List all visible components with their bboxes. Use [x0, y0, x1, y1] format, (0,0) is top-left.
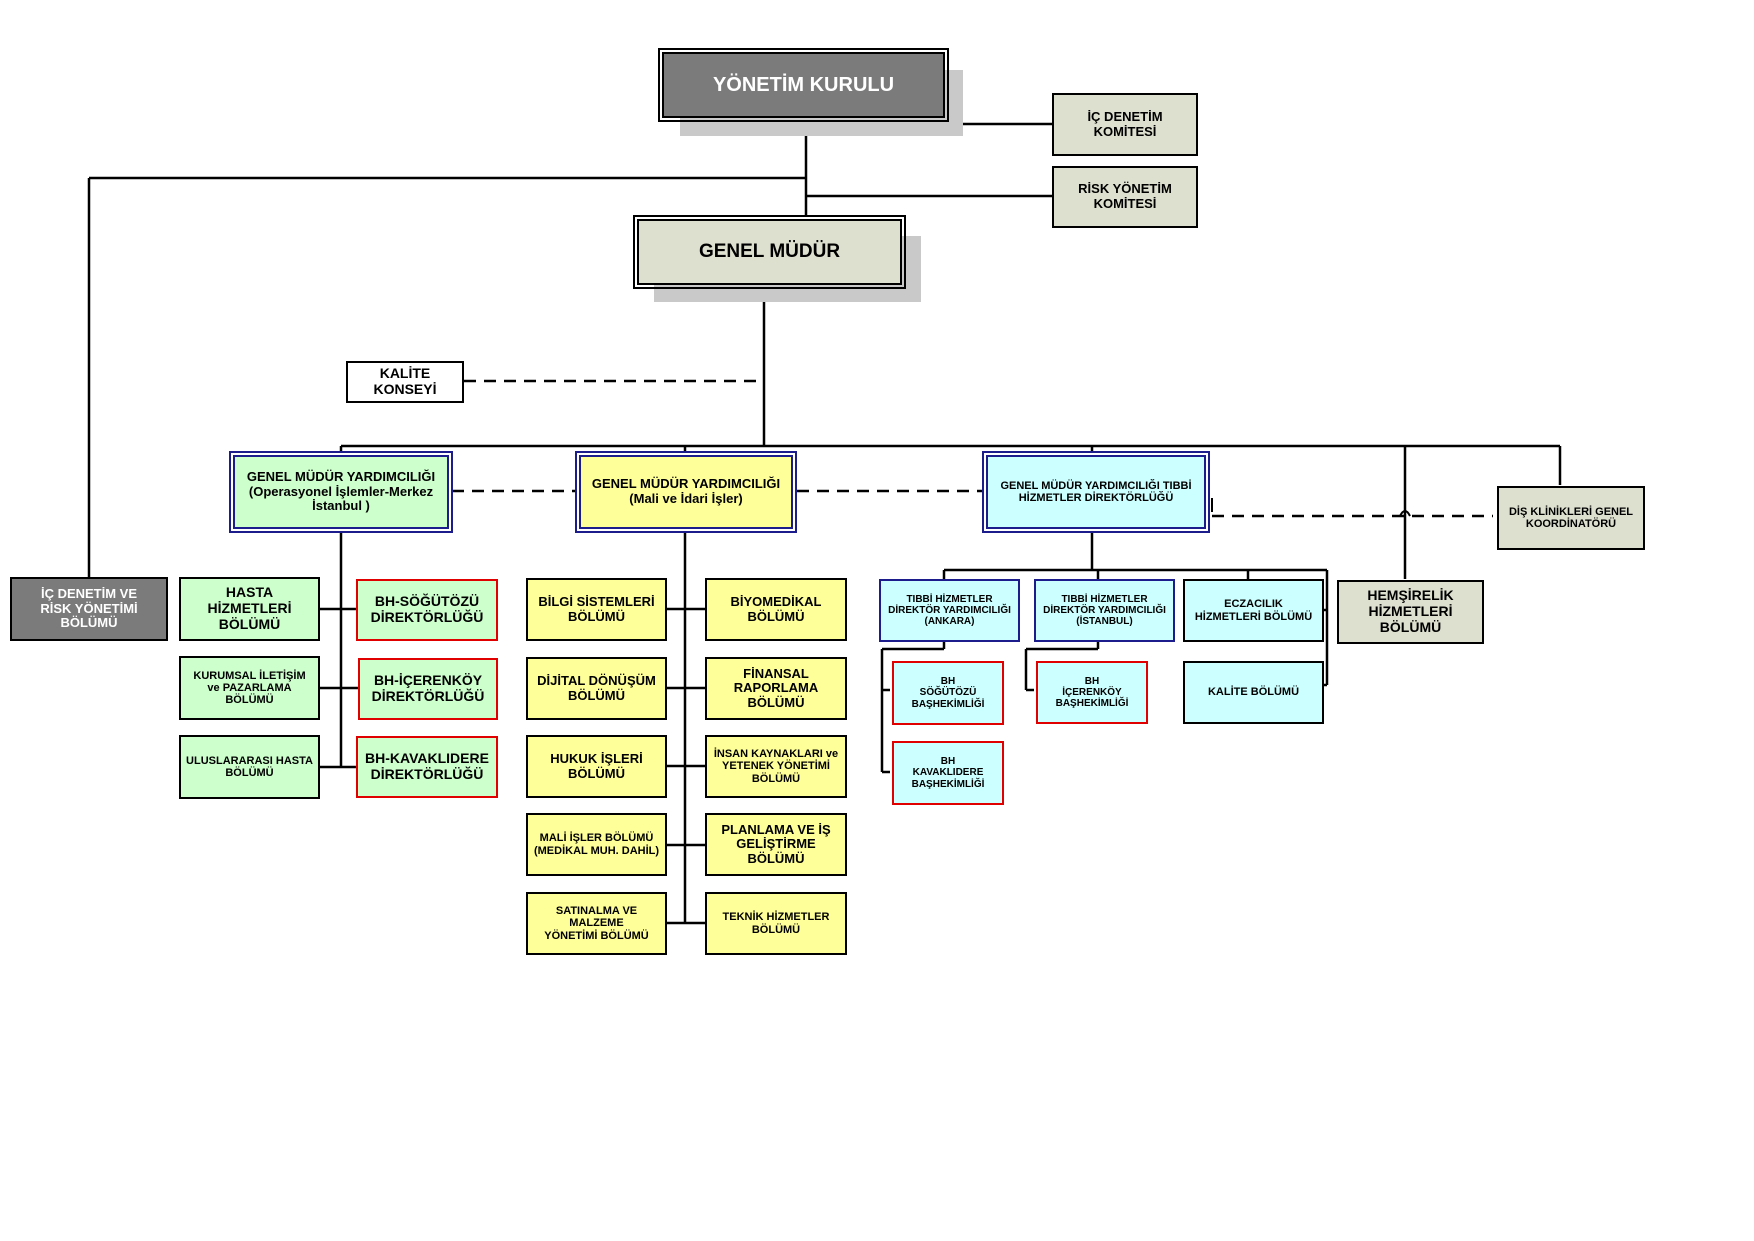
unit-information-systems[interactable]: BİLGİ SİSTEMLERİ BÖLÜMÜ [526, 578, 667, 641]
quality-council[interactable]: KALİTE KONSEYİ [346, 361, 464, 403]
medical-deputy-istanbul[interactable]: TIBBİ HİZMETLER DİREKTÖR YARDIMCILIĞI (İ… [1034, 579, 1175, 642]
unit-pharmacy-services[interactable]: ECZACILIK HİZMETLERİ BÖLÜMÜ [1183, 579, 1324, 642]
unit-technical-services[interactable]: TEKNİK HİZMETLER BÖLÜMÜ [705, 892, 847, 955]
board-of-directors[interactable]: YÖNETİM KURULU [658, 48, 949, 122]
unit-legal-affairs[interactable]: HUKUK İŞLERİ BÖLÜMÜ [526, 735, 667, 798]
unit-financial-reporting[interactable]: FİNANSAL RAPORLAMA BÖLÜMÜ [705, 657, 847, 720]
medical-deputy-ankara[interactable]: TIBBİ HİZMETLER DİREKTÖR YARDIMCILIĞI (A… [879, 579, 1020, 642]
internal-audit-risk-unit[interactable]: İÇ DENETİM VE RİSK YÖNETİMİ BÖLÜMÜ [10, 577, 168, 641]
directorate-sogutozu[interactable]: BH-SÖĞÜTÖZÜ DİREKTÖRLÜĞÜ [356, 579, 498, 641]
general-manager[interactable]: GENEL MÜDÜR [633, 215, 906, 289]
directorate-icerenkoy[interactable]: BH-İÇERENKÖY DİREKTÖRLÜĞÜ [358, 658, 498, 720]
dental-clinics-coordinator[interactable]: DİŞ KLİNİKLERİ GENEL KOORDİNATÖRÜ [1497, 486, 1645, 550]
chief-physician-sogutozu[interactable]: BH SÖĞÜTÖZÜ BAŞHEKİMLİĞİ [892, 661, 1004, 725]
unit-human-resources[interactable]: İNSAN KAYNAKLARI ve YETENEK YÖNETİMİ BÖL… [705, 735, 847, 798]
unit-international-patient[interactable]: ULUSLARARASI HASTA BÖLÜMÜ [179, 735, 320, 799]
deputy-gm-finance[interactable]: GENEL MÜDÜR YARDIMCILIĞI (Mali ve İdari … [575, 451, 797, 533]
chief-physician-kavaklidere[interactable]: BH KAVAKLIDERE BAŞHEKİMLİĞİ [892, 741, 1004, 805]
internal-audit-committee[interactable]: İÇ DENETİM KOMİTESİ [1052, 93, 1198, 156]
risk-management-committee[interactable]: RİSK YÖNETİM KOMİTESİ [1052, 166, 1198, 228]
unit-quality[interactable]: KALİTE BÖLÜMÜ [1183, 661, 1324, 724]
deputy-gm-medical[interactable]: GENEL MÜDÜR YARDIMCILIĞI TIBBİ HİZMETLER… [982, 451, 1210, 533]
deputy-gm-operations[interactable]: GENEL MÜDÜR YARDIMCILIĞI (Operasyonel İş… [229, 451, 453, 533]
unit-corporate-communication[interactable]: KURUMSAL İLETİŞİM ve PAZARLAMA BÖLÜMÜ [179, 656, 320, 720]
unit-planning-business-development[interactable]: PLANLAMA VE İŞ GELİŞTİRME BÖLÜMÜ [705, 813, 847, 876]
unit-patient-services[interactable]: HASTA HİZMETLERİ BÖLÜMÜ [179, 577, 320, 641]
unit-nursing-services[interactable]: HEMŞİRELİK HİZMETLERİ BÖLÜMÜ [1337, 580, 1484, 644]
unit-procurement[interactable]: SATINALMA VE MALZEME YÖNETİMİ BÖLÜMÜ [526, 892, 667, 955]
directorate-kavaklidere[interactable]: BH-KAVAKLIDERE DİREKTÖRLÜĞÜ [356, 736, 498, 798]
unit-financial-affairs[interactable]: MALİ İŞLER BÖLÜMÜ (MEDİKAL MUH. DAHİL) [526, 813, 667, 876]
unit-digital-transformation[interactable]: DİJİTAL DÖNÜŞÜM BÖLÜMÜ [526, 657, 667, 720]
unit-biomedical[interactable]: BİYOMEDİKAL BÖLÜMÜ [705, 578, 847, 641]
chief-physician-icerenkoy[interactable]: BH İÇERENKÖY BAŞHEKİMLİĞİ [1036, 661, 1148, 724]
